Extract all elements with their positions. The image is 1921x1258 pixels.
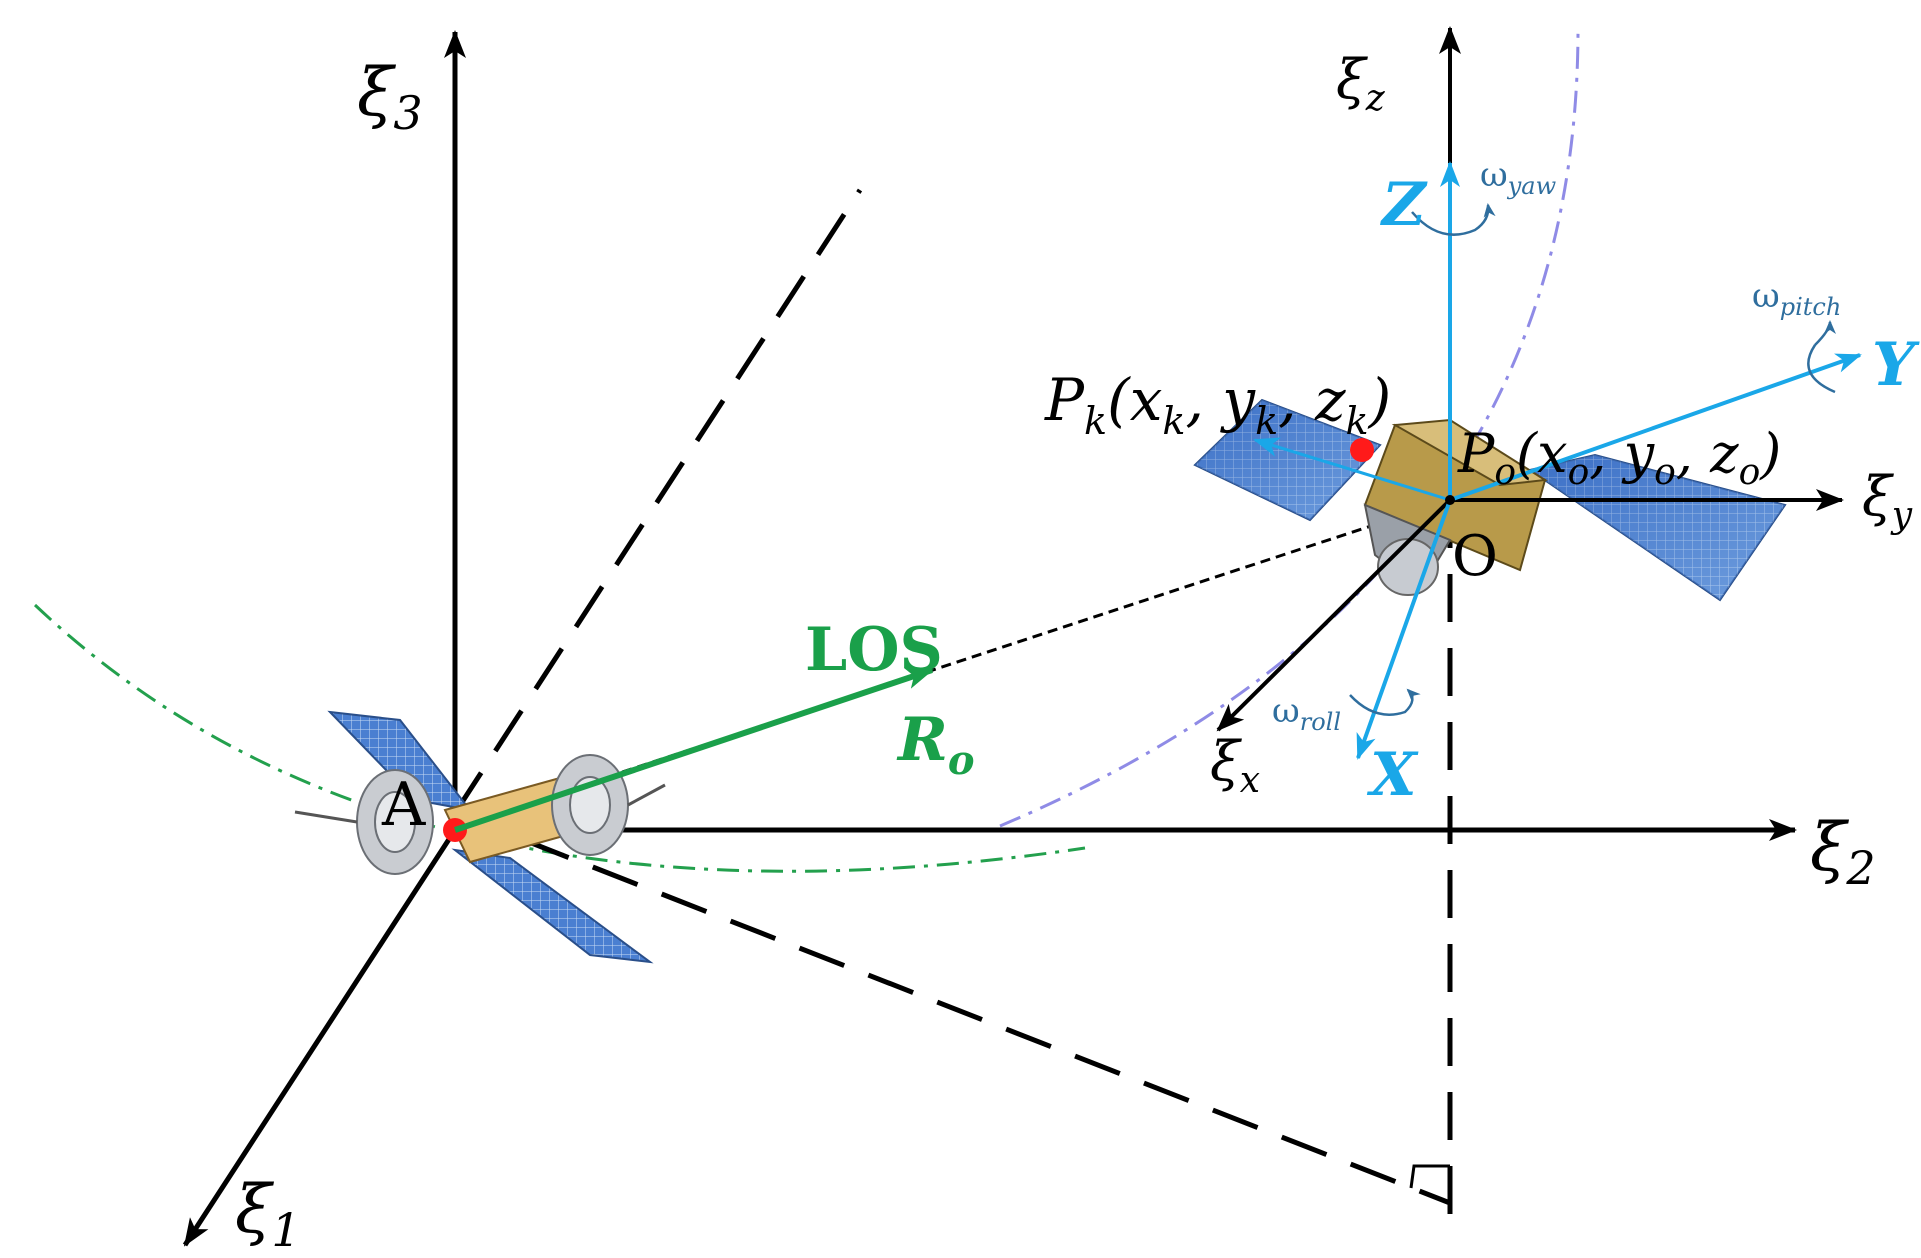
- X-body-axis: [1356, 499, 1452, 760]
- pk-label: Pk(xk, yk, zk): [1044, 366, 1391, 443]
- omega-yaw-label: ωyaw: [1480, 155, 1557, 200]
- los-dashed-line: [454, 498, 1451, 829]
- xiz-label: ξz: [1336, 48, 1386, 119]
- yaw-rotation-arc: [1411, 203, 1496, 236]
- Z-label: Z: [1380, 170, 1428, 240]
- pitch-rotation-arc: [1807, 322, 1835, 394]
- chaser-orbit-arc: [33, 603, 1086, 873]
- roll-rotation-arc: [1349, 688, 1421, 716]
- point-O-label: O: [1452, 524, 1498, 589]
- pk-point-marker: [1350, 438, 1374, 462]
- xix-label: ξx: [1210, 730, 1260, 801]
- origin-o-point: [1445, 495, 1455, 505]
- Pk-vector: [1253, 437, 1451, 502]
- po-label: Po(xo, yo, zo): [1457, 422, 1781, 493]
- xi1-axis: [182, 828, 458, 1247]
- los-vector: [454, 667, 934, 833]
- xi1-label: ξ1: [235, 1171, 301, 1257]
- right-angle-marker: [1409, 1164, 1450, 1189]
- omega-roll-label: ωroll: [1272, 691, 1341, 736]
- point-A-label: A: [381, 770, 426, 840]
- chaser-satellite-icon: [294, 710, 666, 964]
- dashed-line-upper: [452, 188, 863, 815]
- dashed-line-lower: [454, 810, 1451, 1206]
- xix-axis: [1216, 498, 1452, 732]
- xiy-label: ξy: [1862, 465, 1913, 536]
- xi3-label: ξ3: [357, 54, 423, 140]
- Y-label: Y: [1872, 330, 1920, 400]
- ro-label: Ro: [896, 705, 975, 784]
- xi2-label: ξ2: [1810, 809, 1876, 895]
- omega-pitch-label: ωpitch: [1752, 276, 1841, 321]
- los-label: LOS: [805, 615, 943, 685]
- X-label: X: [1366, 740, 1419, 810]
- Y-body-axis: [1449, 353, 1862, 502]
